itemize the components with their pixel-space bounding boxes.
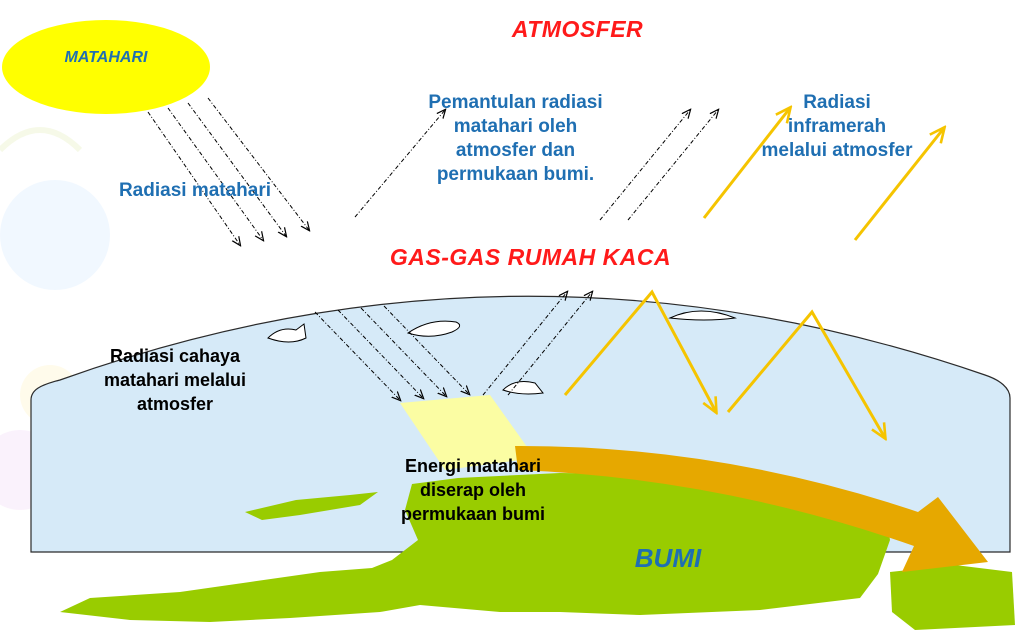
absorbed-light-patch	[400, 395, 535, 470]
sun	[2, 20, 210, 114]
cloud	[502, 381, 544, 395]
surface-reflection-arrows	[482, 292, 592, 396]
reflection-label-line: permukaan bumi.	[436, 164, 595, 185]
reflection-label-line: atmosfer dan	[455, 140, 576, 161]
transmitted-radiation-arrows	[314, 305, 469, 400]
absorbed-label-line: permukaan bumi	[400, 504, 546, 524]
cloud	[406, 320, 461, 337]
earth-label: BUMI	[634, 543, 702, 573]
absorbed-label-line: Energi matahari	[404, 456, 542, 476]
clouds	[267, 310, 737, 395]
light-label-line: matahari melalui	[103, 370, 247, 390]
infrared-label-line: Radiasi	[803, 92, 871, 113]
infrared-escape-arrows	[702, 108, 944, 241]
reflection-label-line: matahari oleh	[453, 116, 578, 137]
reflection-label-line: Pemantulan radiasi	[428, 92, 603, 113]
infrared-label-line: melalui atmosfer	[761, 140, 913, 161]
cloud	[267, 323, 307, 343]
light-label-line: Radiasi cahaya	[109, 346, 241, 366]
incoming-solar-radiation-arrows	[147, 97, 309, 245]
solar-radiation-label: Radiasi matahari	[118, 180, 272, 201]
energy-transfer-arrow	[515, 445, 988, 572]
light-through-atmosphere-label: Radiasi cahaya matahari melalui atmosfer	[80, 344, 270, 416]
main-continent	[60, 473, 890, 622]
reflection-label: Pemantulan radiasi matahari oleh atmosfe…	[398, 91, 633, 187]
atmosphere-title: ATMOSFER	[511, 16, 644, 42]
infrared-trapped-arrows	[563, 289, 885, 438]
sun-label: MATAHARI	[64, 49, 148, 66]
absorbed-label-line: diserap oleh	[419, 480, 527, 500]
eastern-island	[890, 565, 1015, 630]
reflected-radiation-arrows	[354, 110, 718, 221]
light-label-line: atmosfer	[136, 394, 214, 414]
absorbed-energy-label: Energi matahari diserap oleh permukaan b…	[378, 454, 568, 526]
western-island	[245, 492, 378, 520]
infrared-label-line: inframerah	[787, 116, 887, 137]
greenhouse-gases-title: GAS-GAS RUMAH KACA	[389, 244, 672, 270]
infrared-label: Radiasi inframerah melalui atmosfer	[742, 91, 932, 163]
land-masses	[60, 473, 1015, 630]
cloud	[668, 310, 737, 321]
